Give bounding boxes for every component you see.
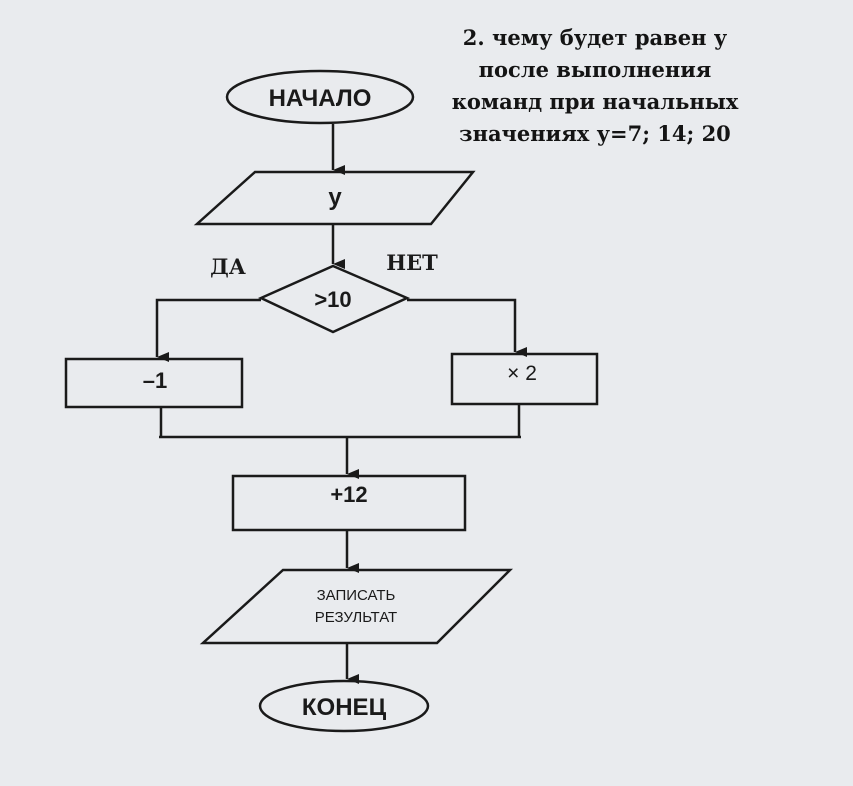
- start-terminator: [225, 69, 415, 125]
- start-label: НАЧАЛО: [269, 85, 372, 112]
- no-action-label: × 2: [507, 362, 537, 385]
- question-line-2: после выполнения: [478, 57, 712, 82]
- end-terminator: [258, 679, 430, 733]
- question-line-1: 2. чему будет равен у: [462, 25, 728, 50]
- no-branch-label: НЕТ: [386, 250, 438, 275]
- input-parallelogram: [193, 170, 476, 226]
- yes-action-label: –1: [143, 368, 167, 393]
- end-label: КОНЕЦ: [302, 694, 387, 721]
- yes-branch-label: ДА: [210, 254, 246, 279]
- yes-action-box: [64, 357, 244, 409]
- condition-label: >10: [314, 287, 351, 312]
- output-label-line-1: ЗАПИСАТЬ: [317, 587, 396, 604]
- output-parallelogram: [199, 568, 514, 645]
- common-action-label: +12: [330, 482, 367, 507]
- input-label: у: [328, 184, 342, 211]
- connector-no-branch: [407, 298, 527, 357]
- output-label-line-2: РЕЗУЛЬТАТ: [315, 609, 397, 626]
- decision-diamond: [257, 264, 411, 334]
- connector-yes-branch: [155, 298, 261, 362]
- question-text: 2. чему будет равен у после выполнения к…: [440, 22, 750, 150]
- question-line-4: значениях у=7; 14; 20: [459, 121, 731, 146]
- question-line-3: команд при начальных: [451, 89, 739, 114]
